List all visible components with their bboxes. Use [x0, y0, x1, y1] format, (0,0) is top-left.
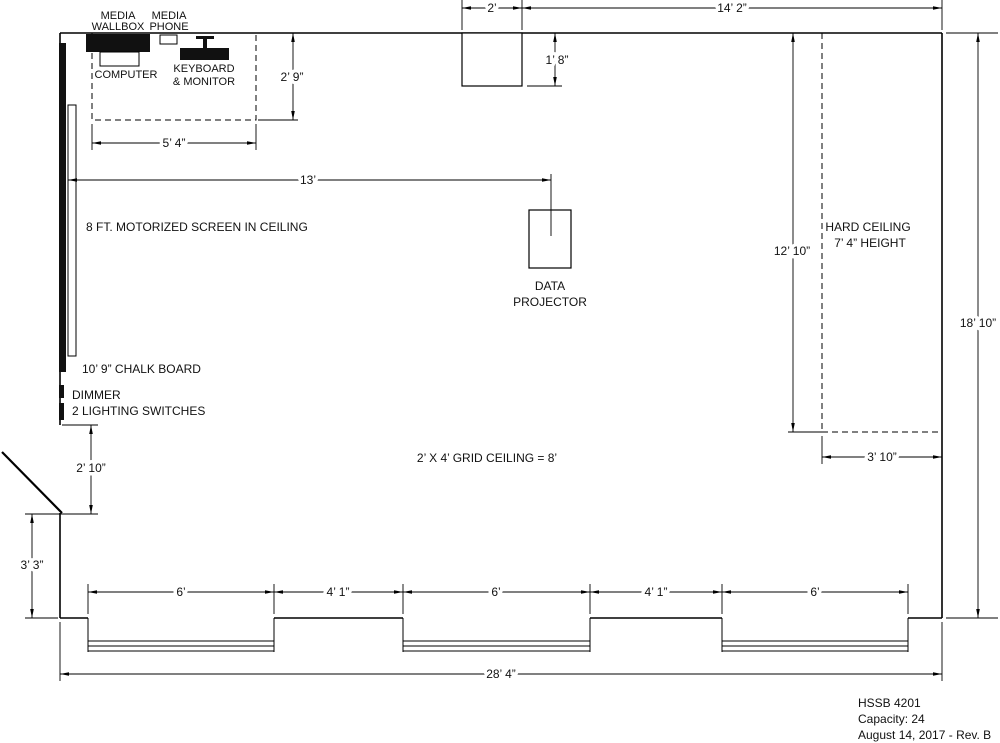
media-wallbox	[86, 34, 150, 52]
data-projector-label: PROJECTOR	[513, 295, 587, 309]
data-projector-box	[528, 209, 572, 269]
hard-ceiling-height-label: 7’ 4” HEIGHT	[834, 236, 906, 250]
data-projector: DATA PROJECTOR	[513, 209, 587, 309]
room-number: HSSB 4201	[858, 696, 921, 710]
structural-column	[461, 32, 523, 87]
dim-column-depth: 1’ 8”	[546, 53, 569, 67]
media-wallbox-label: WALLBOX	[92, 21, 145, 33]
media-area: MEDIA WALLBOX MEDIA PHONE COMPUTER KEYBO…	[86, 10, 257, 121]
dim-column-to-right-wall: 14’ 2”	[717, 1, 747, 15]
monitor-bar	[196, 36, 214, 39]
computer	[99, 51, 140, 67]
media-wallbox-label: MEDIA	[101, 10, 137, 22]
dim-door-width: 2’ 10”	[76, 461, 106, 475]
dim-column-width: 2’	[487, 1, 496, 15]
chalk-board	[59, 43, 66, 372]
window	[87, 618, 275, 652]
media-phone-label: MEDIA	[152, 10, 188, 22]
revision-date: August 14, 2017 - Rev. B	[858, 728, 991, 742]
window	[721, 618, 909, 652]
dim-screen-to-projector: 13’	[300, 173, 316, 187]
screen-label: 8 FT. MOTORIZED SCREEN IN CEILING	[86, 220, 308, 234]
hard-ceiling-zone: HARD CEILING 7’ 4” HEIGHT	[821, 33, 942, 433]
dim-media-area-width: 5’ 4”	[163, 136, 186, 150]
dim-window-gap: 4’ 1”	[645, 585, 668, 599]
window	[402, 618, 591, 652]
dimensions: 2’ 14’ 2” 1’ 8” 2’ 9” 5’ 4” 13’ 12’ 10” …	[17, 0, 1000, 685]
dim-room-width: 18’ 10”	[960, 316, 996, 330]
dimmer-switch	[59, 385, 64, 398]
monitor-stand	[203, 38, 207, 48]
media-phone-label: PHONE	[149, 21, 188, 33]
dim-hard-ceiling-length: 12’ 10”	[774, 244, 810, 258]
dim-room-length: 28’ 4”	[486, 667, 516, 681]
left-wall-features: 8 FT. MOTORIZED SCREEN IN CEILING 10’ 9”…	[59, 43, 308, 420]
keyboard	[180, 48, 229, 60]
chalk-board-label: 10’ 9” CHALK BOARD	[82, 362, 201, 376]
room-walls	[1, 32, 943, 619]
media-area-outline	[91, 33, 257, 121]
dim-window: 6’	[491, 585, 500, 599]
hard-ceiling-label: HARD CEILING	[825, 220, 910, 234]
lighting-switches	[59, 403, 64, 420]
dimmer-label: DIMMER	[72, 388, 121, 402]
media-phone	[159, 34, 178, 45]
dim-window-gap: 4’ 1”	[327, 585, 350, 599]
dim-hard-ceiling-width: 3’ 10”	[867, 450, 897, 464]
dim-window: 6’	[176, 585, 185, 599]
keyboard-monitor-label: KEYBOARD	[173, 63, 234, 75]
data-projector-label: DATA	[535, 279, 565, 293]
dim-door-to-corner: 3’ 3”	[21, 558, 44, 572]
door-leaf	[1, 451, 63, 514]
motorized-screen	[67, 104, 77, 357]
title-block: HSSB 4201 Capacity: 24 August 14, 2017 -…	[858, 696, 991, 742]
keyboard-monitor-label: & MONITOR	[173, 76, 235, 88]
dim-window: 6’	[810, 585, 819, 599]
grid-ceiling-label: 2’ X 4’ GRID CEILING = 8’	[417, 451, 557, 465]
room-capacity: Capacity: 24	[858, 712, 925, 726]
lighting-switches-label: 2 LIGHTING SWITCHES	[72, 404, 205, 418]
computer-label: COMPUTER	[95, 69, 158, 81]
dim-media-area-depth: 2’ 9”	[281, 70, 304, 84]
